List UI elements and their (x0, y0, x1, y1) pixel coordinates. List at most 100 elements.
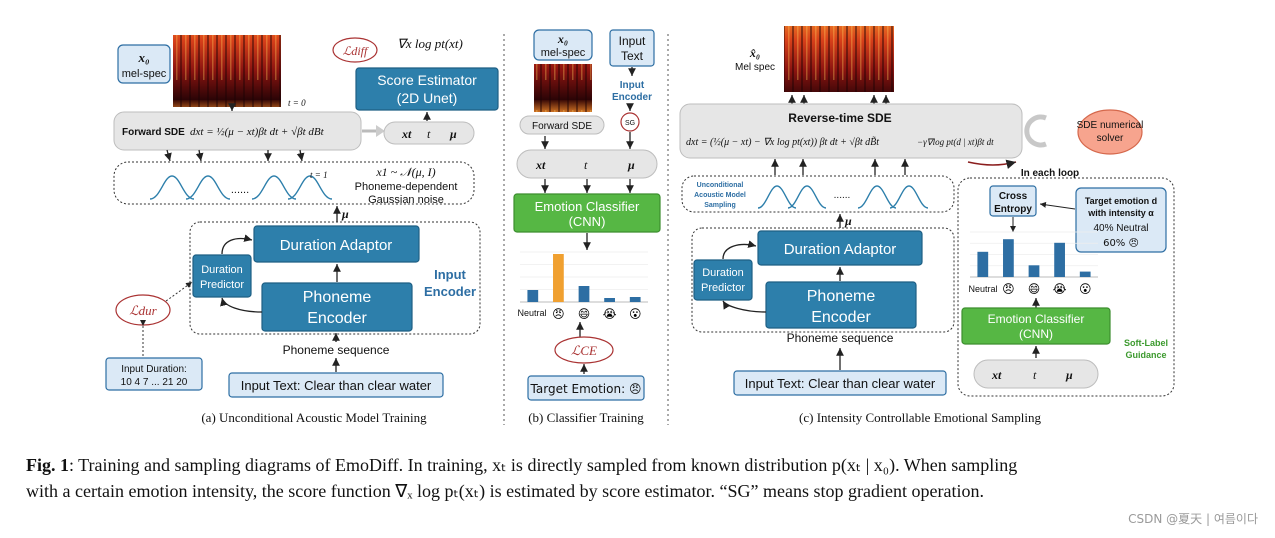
phoneme-encoder-line1-c: Phoneme (807, 288, 876, 305)
chart-bar (629, 297, 641, 302)
emotion-classifier-line2-c: (CNN) (1019, 327, 1053, 341)
mu-arrow-label-a: μ (341, 207, 349, 221)
emoji-row-c: 😠😄😭😮 (1002, 282, 1091, 296)
gaussian-curves-c (757, 185, 929, 209)
in-each-loop: In each loop (1021, 168, 1079, 179)
forward-sde-box-b (519, 115, 605, 135)
xt-t-mu-pill-a (383, 121, 475, 145)
x0-hat-sub: Mel spec (735, 62, 775, 73)
phoneme-encoder-block-c (765, 281, 917, 329)
target-line3: 40% Neutral (1093, 223, 1148, 234)
input-text-box-a (228, 372, 444, 398)
caption-b: (b) Classifier Training (528, 410, 644, 425)
score-estimator-line2: (2D Unet) (397, 90, 458, 106)
xt-t-mu-pill-c (973, 359, 1099, 389)
mu-arrow-label-c: μ (844, 214, 852, 228)
fig-label: Fig. 1 (26, 455, 69, 475)
duration-predictor-line2: Predictor (200, 279, 244, 291)
panel-a: x₀ mel-spec t = 0 ℒdiff ∇x log pt(xt) Sc… (105, 35, 499, 425)
caption-line1-text: : Training and sampling diagrams of EmoD… (69, 455, 1017, 476)
uncond-line2: Acoustic Model (694, 192, 746, 199)
dots-a: ...... (231, 184, 249, 196)
duration-predictor-line1-c: Duration (702, 267, 744, 279)
target-emotion-box-b (527, 375, 645, 401)
input-encoder-line2-b: Encoder (612, 92, 652, 103)
sde-solver-line1: SDE numerical (1077, 120, 1144, 131)
panel-b: x₀ mel-spec Input Text Input Encoder For… (513, 29, 661, 425)
emotion-emoji-label: 😠 (1002, 282, 1015, 296)
x0-sub: mel-spec (122, 68, 167, 80)
x0-label-b: x₀ (557, 32, 568, 46)
emotion-emoji-label: 😮 (1079, 282, 1092, 296)
mel-spectrogram-image (173, 35, 281, 107)
input-text-line2-b: Text (621, 49, 644, 63)
guidance-region (957, 177, 1175, 397)
input-text-a: Input Text: Clear than clear water (241, 378, 432, 393)
forward-sde-title: Forward SDE (122, 127, 185, 138)
input-text-box-b (609, 29, 655, 67)
reverse-sde-box (679, 103, 1023, 159)
cross-entropy-box (989, 185, 1037, 217)
duration-predictor-line2-c: Predictor (701, 282, 745, 294)
chart-bar (604, 298, 615, 302)
loss-dur-label: ℒdur (129, 303, 157, 318)
duration-adaptor-block-c (757, 230, 923, 266)
input-encoder-region-c (691, 227, 955, 333)
dots-c: ...... (834, 190, 851, 201)
sde-solver-line2: solver (1097, 133, 1124, 144)
chart-bar (1079, 271, 1091, 277)
duration-adaptor-label-c: Duration Adaptor (784, 241, 897, 258)
loss-diff-ellipse (332, 37, 378, 63)
neutral-label-c: Neutral (968, 284, 997, 294)
phoneme-encoder-line2: Encoder (307, 310, 367, 327)
phoneme-encoder-block (261, 282, 413, 332)
emotion-classifier-block-c (961, 307, 1111, 345)
reverse-sde-title: Reverse-time SDE (788, 111, 891, 125)
duration-predictor-block-c (693, 259, 753, 301)
noise-line2: Gaussian noise (368, 194, 444, 206)
emotion-bar-chart-c (970, 231, 1098, 278)
x0-sub-b: mel-spec (541, 47, 586, 59)
target-emotion-b: Target Emotion: 😠 (530, 382, 642, 396)
phoneme-sequence-c: Phoneme sequence (787, 331, 894, 345)
cross-entropy-line1: Cross (999, 191, 1028, 202)
reverse-sde-formula: dxt = (½(μ − xt) − ∇x log pt(xt)) βt dt … (686, 135, 879, 148)
target-emotion-box-c (1075, 187, 1167, 253)
phoneme-encoder-line2-c: Encoder (811, 309, 871, 326)
mu-label-c: μ (1065, 368, 1073, 382)
input-encoder-line1: Input (434, 267, 466, 282)
watermark: CSDN @夏天 | 여름이다 (1128, 512, 1258, 526)
gaussian-noise-box (113, 161, 475, 205)
chart-bar (1003, 239, 1014, 277)
forward-sde-formula: dxt = ½(μ − xt)βt dt + √βt dBt (190, 126, 325, 138)
xt-label-c: xt (991, 368, 1002, 382)
duration-adaptor-label: Duration Adaptor (280, 237, 393, 254)
guidance-term: −γ∇log pt(d | xt)βt dt (917, 137, 994, 147)
duration-predictor-block (192, 254, 252, 298)
cross-entropy-line2: Entropy (994, 204, 1032, 215)
emotion-classifier-line1-b: Emotion Classifier (535, 199, 640, 214)
noise-line1: Phoneme-dependent (355, 181, 458, 193)
chart-bar (527, 290, 539, 302)
x1-dist-label: x1 ~ 𝒩(μ, I) (375, 165, 435, 179)
xt-t-mu-pill-b (516, 149, 658, 179)
score-estimator-block (355, 67, 499, 111)
figure-caption: Fig. 1: Training and sampling diagrams o… (26, 455, 1017, 502)
sde-solver-ellipse (1077, 109, 1143, 155)
duration-predictor-line1: Duration (201, 264, 243, 276)
t-label-c: t (1033, 368, 1037, 382)
input-text-c: Input Text: Clear than clear water (745, 376, 936, 391)
emotion-emoji-label: 😭 (1053, 282, 1067, 296)
t-label-a: t (427, 127, 431, 141)
mel-spectrogram-image-b (534, 64, 592, 112)
emotion-emoji-label: 😭 (603, 307, 617, 321)
target-line1: Target emotion d (1085, 196, 1157, 206)
x0-hat-label: x̂₀ (749, 46, 760, 60)
caption-line1: Fig. 1: Training and sampling diagrams o… (26, 455, 1017, 476)
emoji-row-b: 😠😄😭😮 (552, 307, 641, 321)
t0-label: t = 0 (288, 98, 306, 108)
phoneme-sequence-a: Phoneme sequence (283, 343, 390, 357)
emotion-emoji-label: 😠 (552, 307, 565, 321)
xt-label-a: xt (401, 127, 412, 141)
